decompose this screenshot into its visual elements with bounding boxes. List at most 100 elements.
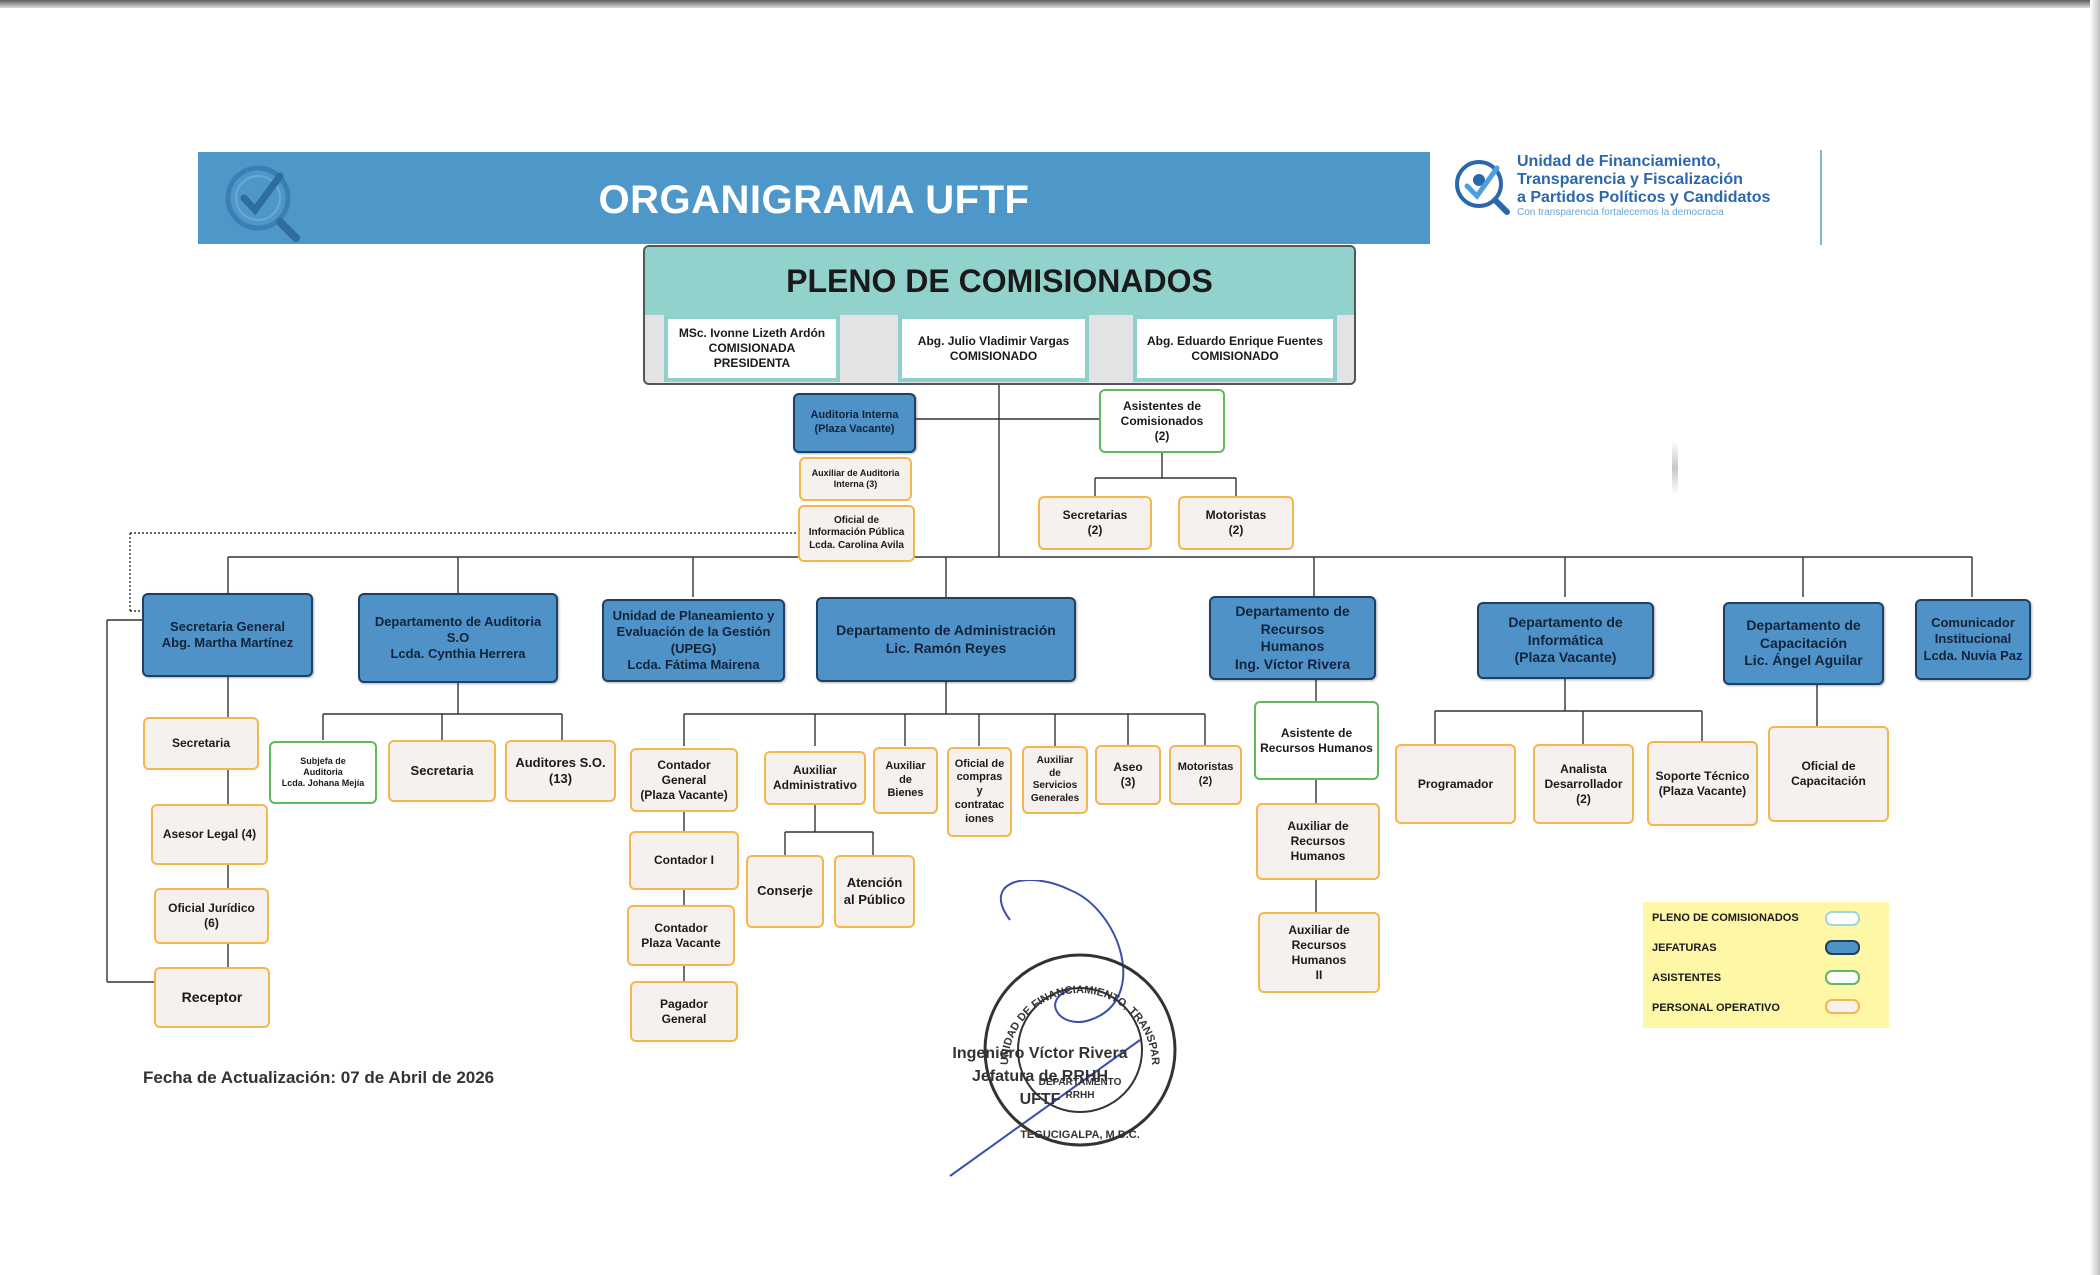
motoristas-adm-box-line: Motoristas <box>1177 761 1234 774</box>
aux-servicios-box-line: Servicios <box>1032 780 1078 791</box>
aseo-box: Aseo(3) <box>1095 745 1161 805</box>
contador-general-box-line: General <box>661 772 707 787</box>
commissioner-box-line: Abg. Eduardo Enrique Fuentes <box>1146 333 1323 348</box>
legend-swatch-operativo <box>1825 999 1860 1014</box>
aseo-box-line: Aseo <box>1113 760 1143 774</box>
oficial-info-box-line: Lcda. Carolina Avila <box>809 539 904 551</box>
administracion-box-line: Lic. Ramón Reyes <box>885 639 1007 656</box>
brand-tagline: Con transparencia fortalecemos la democr… <box>1517 207 1724 218</box>
informatica-box-line: Departamento de <box>1508 614 1623 631</box>
aux-servicios-box-line: Generales <box>1030 792 1080 804</box>
motoristas-adm-box: Motoristas(2) <box>1169 745 1242 805</box>
secretarias-box-line: (2) <box>1087 523 1103 537</box>
analista-box-line: Analista <box>1560 761 1607 776</box>
oficial-info-box-line: Información Pública <box>808 527 905 539</box>
receptor-box: Receptor <box>154 967 270 1028</box>
motoristas-top-box-line: (2) <box>1228 523 1244 537</box>
contador-general-box-line: Contador <box>657 757 711 772</box>
auditoria-so-box-line: Departamento de Auditoria <box>374 613 542 629</box>
page-title: ORGANIGRAMA UFTF <box>598 178 1030 222</box>
brand-line: Unidad de Financiamiento, <box>1517 153 1721 170</box>
oficial-compras-box-line: iones <box>965 812 994 825</box>
oficial-capacitacion-box-line: Oficial de <box>1801 759 1856 773</box>
atencion-publico-box-line: Atención <box>846 875 903 891</box>
oficial-compras-box-line: contratac <box>954 798 1005 811</box>
aux-auditoria-box-line: Auxiliar de Auditoria <box>811 467 900 478</box>
secretarias-box-line: Secretarias <box>1062 508 1128 522</box>
programador-box: Programador <box>1395 744 1516 824</box>
pagador-general-box-line: General <box>661 1011 707 1026</box>
informatica-box-line: (Plaza Vacante) <box>1514 649 1617 666</box>
subjefa-auditoria-box-line: Subjefa de <box>300 755 346 766</box>
signature-name: Ingeniero Víctor Rivera <box>952 1045 1128 1062</box>
rrhh-box-line: Ing. Víctor Rivera <box>1234 655 1351 672</box>
commissioner-box-line: COMISIONADA PRESIDENTA <box>708 341 796 370</box>
oficial-juridico-box-line: Oficial Jurídico (6) <box>168 901 255 930</box>
aux-administrativo-box-line: Auxiliar <box>792 763 837 777</box>
soporte-box-line: (Plaza Vacante) <box>1658 783 1747 798</box>
seal-center-text: RRHH <box>1066 1090 1095 1101</box>
sg-secretaria-box-line: Secretaria <box>171 736 231 750</box>
comunicador-box-line: Comunicador <box>1931 615 2015 631</box>
seal-outer-ring <box>983 953 1177 1147</box>
pleno-title: PLENO DE COMISIONADOS <box>645 247 1354 315</box>
auditoria-interna-box-line: (Plaza Vacante) <box>814 423 895 435</box>
aux-bienes-box-line: Bienes <box>887 787 924 800</box>
scan-right-edge <box>2090 0 2100 1275</box>
contador-vacante-box-line: Contador <box>654 920 708 935</box>
brand-logo: Unidad de Financiamiento, Transparencia … <box>1445 150 1822 245</box>
upeg-box-line: Unidad de Planeamiento y <box>612 608 775 623</box>
legend-label-operativo: PERSONAL OPERATIVO <box>1652 1002 1780 1014</box>
contador-general-box-line: (Plaza Vacante) <box>640 787 728 802</box>
aux-bienes-box-line: de <box>899 773 912 786</box>
brand-line: a Partidos Políticos y Candidatos <box>1517 189 1771 206</box>
motoristas-adm-box-line: (2) <box>1198 775 1213 787</box>
subjefa-auditoria-box-line: Auditoria <box>303 766 343 777</box>
aud-secretaria-box-line: Secretaria <box>410 762 474 778</box>
comunicador-box-line: Lcda. Nuvia Paz <box>1923 647 2023 663</box>
administracion-box-line: Departamento de Administración <box>836 622 1056 638</box>
capacitacion-box-line: Departamento de <box>1746 617 1861 634</box>
scan-top-edge <box>0 0 2100 8</box>
asesor-legal-box-line: Asesor Legal (4) <box>162 827 257 841</box>
legend-label-jefaturas: JEFATURAS <box>1652 942 1717 954</box>
conserje-box: Conserje <box>746 855 824 928</box>
brand-line: Transparencia y Fiscalización <box>1517 171 1743 188</box>
informatica-box-line: Informática <box>1527 631 1604 648</box>
aux-rrhh-2-box-line: Auxiliar de <box>1288 922 1350 937</box>
auditores-so-box-line: (13) <box>548 771 573 786</box>
oficial-compras-box-line: Oficial de <box>954 757 1005 770</box>
auditoria-interna-box-line: Auditoria Interna <box>810 409 899 422</box>
aux-servicios-box-line: de <box>1049 767 1061 779</box>
signature-stroke <box>949 1039 1141 1177</box>
contador-vacante-box-line: Plaza Vacante <box>641 935 721 950</box>
auditores-so-box: Auditores S.O.(13) <box>505 740 616 802</box>
rrhh-box-line: Humanos <box>1260 638 1325 654</box>
motoristas-top-box: Motoristas(2) <box>1178 496 1294 550</box>
programador-box-line: Programador <box>1417 776 1494 791</box>
conserje-box-line: Conserje <box>757 883 813 899</box>
asistente-rrhh-box-line: Asistente de <box>1280 725 1353 740</box>
asistentes-comisionados-box-line: Asistentes de <box>1122 398 1202 413</box>
asistente-rrhh-box-line: Recursos Humanos <box>1260 740 1373 755</box>
secretaria-general-box-line: Abg. Martha Martínez <box>161 635 294 650</box>
aux-rrhh-box-line: Recursos Humanos <box>1290 834 1346 863</box>
upeg-box-line: Evaluación de la Gestión <box>616 624 771 640</box>
auditoria-interna-box: Auditoria Interna(Plaza Vacante) <box>793 393 916 453</box>
auditoria-so-box-line: Lcda. Cynthia Herrera <box>390 646 526 662</box>
soporte-box-line: Soporte Técnico <box>1655 768 1750 783</box>
